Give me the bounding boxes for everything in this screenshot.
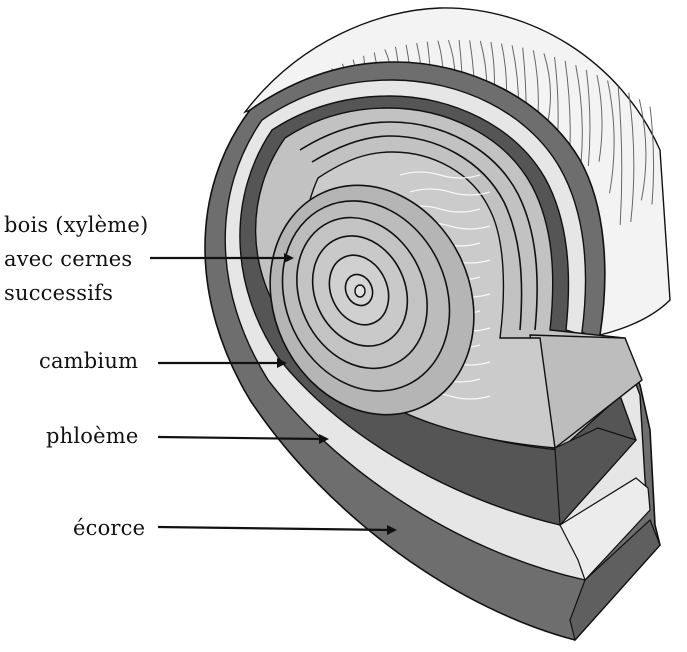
pointer-arrows (150, 253, 397, 535)
wood-grain-line (399, 171, 481, 179)
bark-hatch-line (585, 69, 591, 167)
label-cambium: cambium (39, 349, 139, 373)
phloem-slab (559, 477, 651, 582)
label-bark: écorce (73, 516, 146, 540)
bark-hatch-line (628, 92, 635, 222)
wood-grain-line (409, 188, 491, 196)
label-xylem-line2: avec cernes (4, 247, 133, 271)
bark-hatch-line (607, 80, 615, 194)
label-phloem: phloème (46, 424, 139, 448)
bark-hatch-line (649, 106, 655, 205)
bark-slab (569, 518, 661, 642)
label-xylem-line3: successifs (4, 281, 114, 305)
growth-rings (269, 184, 475, 416)
phloem-pointer (157, 435, 323, 441)
bark-hatch-line (596, 74, 603, 162)
cambium-slab (554, 427, 638, 527)
label-xylem-line1: bois (xylème) (4, 213, 149, 237)
bark-pointer (157, 525, 391, 532)
bark-hatch-line (617, 86, 623, 226)
bark-hatch-line (638, 99, 647, 201)
